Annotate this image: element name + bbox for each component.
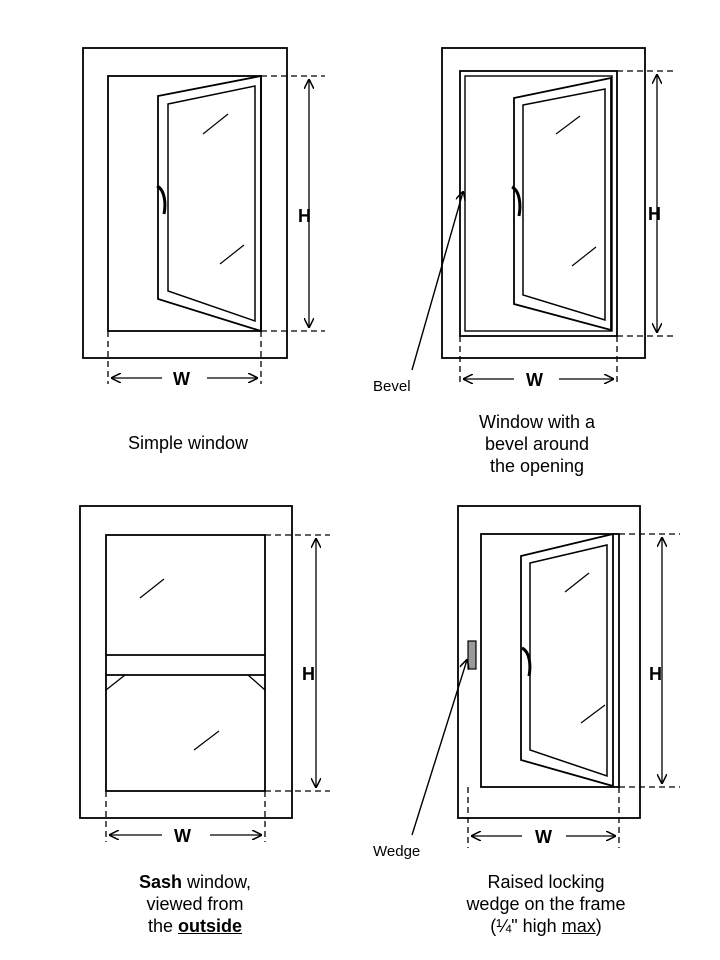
caption-line: Sash window, xyxy=(95,871,295,893)
window-opening xyxy=(480,533,620,788)
caption-text: ) xyxy=(595,916,602,936)
open-casement-leaf xyxy=(520,532,614,788)
caption-sash-window: Sash window, viewed from the outside xyxy=(95,871,295,937)
bevel-label: Bevel xyxy=(373,378,411,395)
caption-text: (¼" high xyxy=(490,916,562,936)
panel-sash-window xyxy=(79,505,330,842)
window-opening xyxy=(107,75,262,332)
bevel-leader-line xyxy=(411,192,463,371)
width-dimension xyxy=(107,331,262,384)
caption-bevel-window: Window with a bevel around the opening xyxy=(437,411,637,477)
caption-line: the outside xyxy=(95,915,295,937)
height-label: H xyxy=(648,204,661,224)
caption-line: Simple window xyxy=(127,433,249,453)
open-casement-leaf xyxy=(511,76,612,332)
height-dimension xyxy=(617,70,676,337)
wall-outline xyxy=(82,47,288,359)
width-dimension xyxy=(467,787,620,848)
sash-meeting-rail xyxy=(105,654,266,691)
width-dimension xyxy=(459,336,618,386)
caption-max-word: max xyxy=(561,916,596,936)
height-dimension xyxy=(265,534,330,792)
width-label: W xyxy=(173,369,190,389)
handle-icon xyxy=(521,646,532,677)
caption-text: the xyxy=(147,916,178,936)
height-label: H xyxy=(298,206,311,226)
handle-icon xyxy=(156,184,167,215)
panel-bevel-window xyxy=(411,47,676,386)
caption-text: window, xyxy=(181,872,252,892)
width-label: W xyxy=(526,370,543,390)
caption-sash-word: Sash xyxy=(138,872,182,892)
wall-outline xyxy=(441,47,646,359)
height-dimension xyxy=(261,75,325,332)
handle-icon xyxy=(511,185,522,217)
caption-line: (¼" high max) xyxy=(446,915,646,937)
height-dimension xyxy=(619,533,680,788)
open-casement-leaf xyxy=(156,74,262,333)
wedge-leader-line xyxy=(411,660,467,836)
height-label: H xyxy=(649,664,662,684)
caption-line: wedge on the frame xyxy=(466,894,626,914)
width-label: W xyxy=(174,826,191,846)
caption-line: Raised locking xyxy=(487,872,605,892)
width-label: W xyxy=(535,827,552,847)
bevel-inner-edge xyxy=(464,75,613,332)
height-label: H xyxy=(302,664,315,684)
caption-line: the opening xyxy=(489,456,585,476)
caption-wedge-window: Raised locking wedge on the frame (¼" hi… xyxy=(446,871,646,937)
caption-line: viewed from xyxy=(146,894,244,914)
panel-wedge-window xyxy=(411,505,680,848)
width-dimension xyxy=(105,791,266,842)
wedge-label: Wedge xyxy=(373,843,420,860)
wall-outline xyxy=(457,505,641,819)
window-opening xyxy=(105,534,266,792)
caption-outside-word: outside xyxy=(178,916,243,936)
panel-simple-window xyxy=(82,47,325,384)
caption-line: bevel around xyxy=(484,434,590,454)
window-opening xyxy=(459,70,618,337)
wall-outline xyxy=(79,505,293,819)
caption-line: Window with a xyxy=(478,412,596,432)
locking-wedge xyxy=(467,640,477,670)
caption-simple-window: Simple window xyxy=(88,432,288,454)
